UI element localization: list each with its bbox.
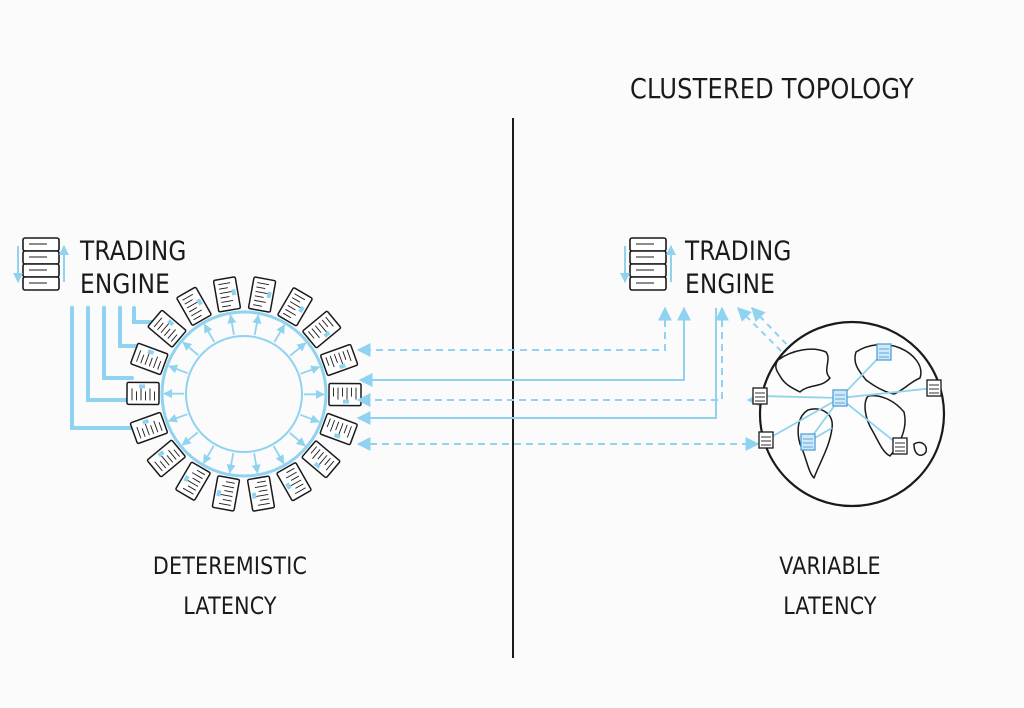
right-caption-line1: VARIABLE (779, 552, 881, 580)
ring-server-node (277, 287, 313, 327)
right-server-stack-icon (620, 237, 676, 291)
ring-server-node (302, 310, 342, 349)
ring-server-node (130, 342, 169, 376)
ring-radial-arrow (203, 323, 216, 343)
ring-server-node (276, 462, 312, 502)
ring-radial-arrow (289, 342, 307, 357)
ring-server-node (126, 381, 160, 406)
globe-server-node (832, 389, 848, 407)
ring-radial-arrow (168, 364, 189, 375)
ring-server-node (319, 343, 359, 377)
globe-server-node (876, 343, 892, 361)
globe-server-node (926, 379, 942, 397)
right-engine-line1: TRADING (685, 236, 792, 267)
ring-server-node (129, 411, 169, 445)
ring-server-node (176, 286, 212, 326)
ring-radial-arrow (273, 324, 286, 343)
ring-server-node (328, 382, 362, 407)
ring-radial-arrow (252, 314, 262, 336)
ring-radial-arrow (227, 314, 237, 336)
globe-server-node (752, 387, 768, 405)
ring-radial-arrow (299, 413, 320, 424)
right-caption: VARIABLE LATENCY (744, 546, 916, 626)
globe-icon (758, 320, 946, 508)
left-bus-lines (70, 306, 154, 430)
left-server-stack-icon (13, 237, 69, 291)
ring-server-node (212, 276, 242, 313)
ring-radial-arrow (300, 365, 321, 375)
right-engine-line2: ENGINE (685, 269, 775, 300)
ring-server-node (147, 309, 187, 348)
ring-radial-arrow (272, 445, 285, 465)
ring-radial-arrow (167, 413, 188, 423)
left-engine-line1: TRADING (80, 236, 187, 267)
right-panel-title: CLUSTERED TOPOLOGY (630, 72, 914, 105)
left-engine-label: TRADING ENGINE (80, 235, 187, 301)
ring-server-node (211, 475, 241, 512)
left-caption-line1: DETEREMISTIC (152, 552, 308, 580)
ring-radial-arrow (251, 452, 261, 474)
ring-radial-arrow (202, 445, 215, 464)
right-engine-label: TRADING ENGINE (685, 235, 792, 301)
globe-node-group (752, 343, 942, 455)
ring-server-node (319, 412, 358, 446)
globe-server-node (800, 433, 816, 451)
globe-server-node (758, 431, 774, 449)
ring-radial-arrow (181, 431, 199, 446)
cross-connections (356, 306, 831, 451)
ring-server-node (146, 439, 186, 478)
ring-radial-arrow (226, 452, 236, 474)
ring-node-group (126, 276, 362, 512)
right-caption-line2: LATENCY (783, 592, 877, 620)
ring-radial-arrow (289, 432, 306, 447)
ring-server-node (301, 440, 341, 479)
deterministic-ring (160, 310, 328, 478)
ring-radial-arrow (182, 341, 199, 356)
left-engine-line2: ENGINE (80, 269, 170, 300)
ring-server-node (246, 475, 276, 512)
ring-server-node (247, 276, 277, 313)
left-caption: DETEREMISTIC LATENCY (144, 546, 316, 626)
left-caption-line2: LATENCY (183, 592, 277, 620)
globe-server-node (892, 437, 908, 455)
ring-server-node (175, 461, 211, 501)
